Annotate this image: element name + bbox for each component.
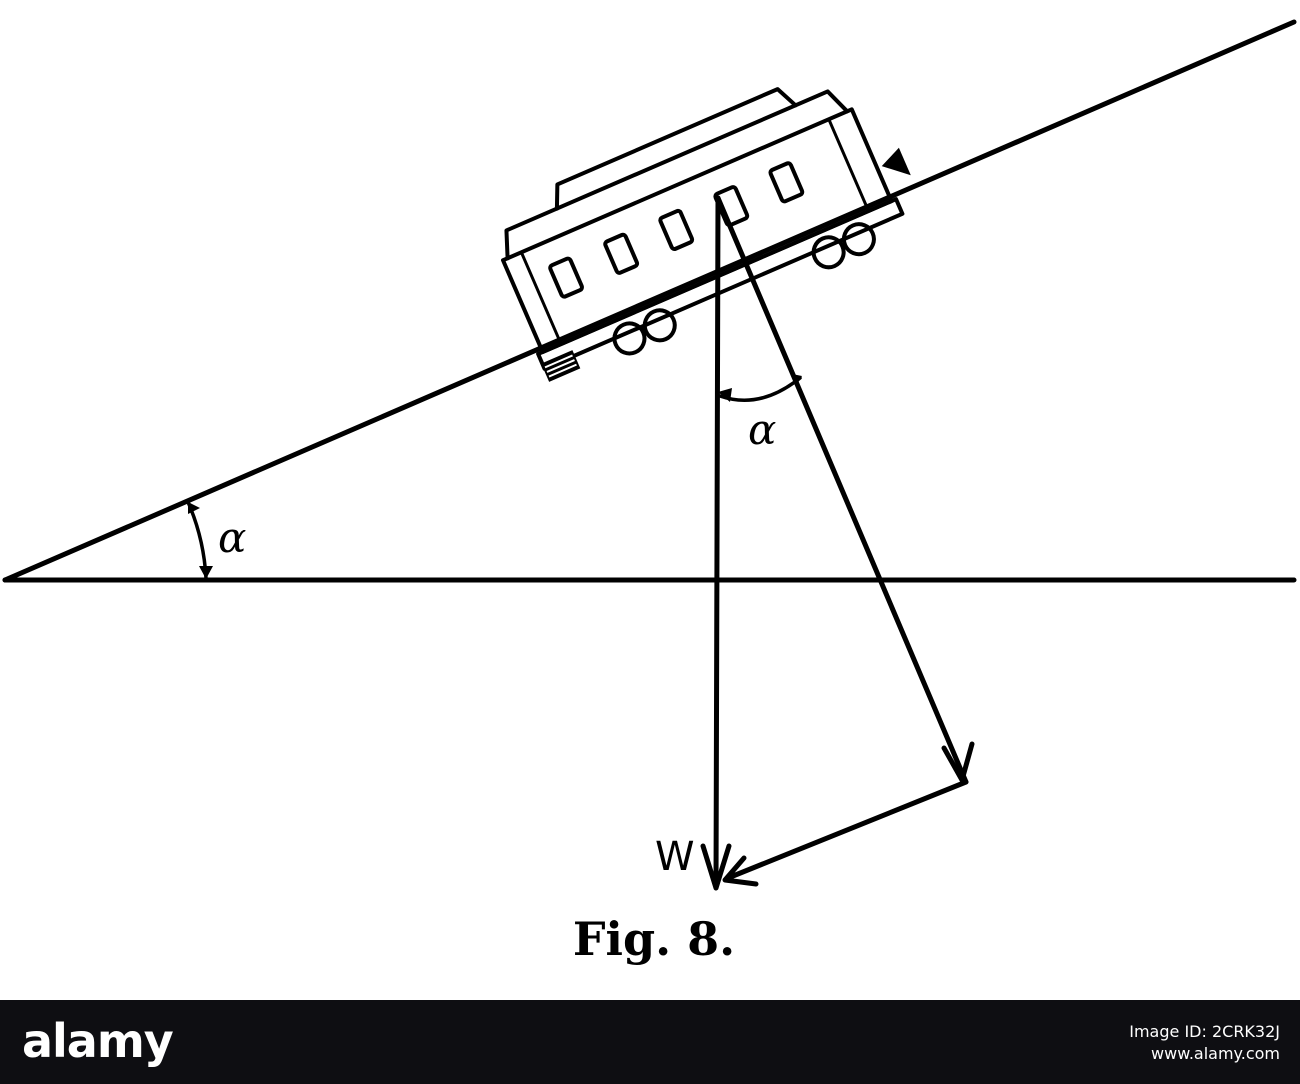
weight-vector xyxy=(713,195,721,889)
car-window xyxy=(548,256,584,299)
weight-label: W xyxy=(655,834,695,880)
diagram-canvas: α xyxy=(2,19,1297,966)
parallel-component-vector xyxy=(725,779,969,881)
brand-logo: alamy xyxy=(22,1014,174,1068)
car-wheel xyxy=(612,321,647,356)
weight-arrowhead-icon xyxy=(700,843,732,891)
car-end-line-left xyxy=(519,250,563,346)
force-angle-arrowhead-left-icon xyxy=(718,388,732,402)
car-window xyxy=(603,232,640,275)
force-angle-label: α xyxy=(748,405,776,454)
parallel-component-arrowhead-icon xyxy=(722,855,759,887)
incline-force-diagram: α xyxy=(2,19,1297,966)
figure-caption: Fig. 8. xyxy=(573,912,735,966)
site-url-text: www.alamy.com xyxy=(1151,1044,1280,1063)
car-headlamp-icon xyxy=(881,147,911,176)
force-angle-arrowhead-right-icon xyxy=(792,374,802,386)
normal-component-vector xyxy=(715,195,969,785)
car-window xyxy=(768,161,805,204)
inclined-plane xyxy=(2,19,1297,583)
incline-angle-label: α xyxy=(218,513,246,562)
incline-angle-arrowhead-icon xyxy=(199,566,213,579)
incline-angle-arrowhead-top-icon xyxy=(188,502,200,514)
image-id-text: Image ID: 2CRK32J xyxy=(1129,1022,1280,1041)
car-roof-clerestory xyxy=(554,87,798,211)
railway-car xyxy=(501,87,911,382)
force-angle-arc xyxy=(718,376,802,403)
car-wheel xyxy=(642,308,677,343)
car-wheel xyxy=(841,222,876,257)
car-wheel xyxy=(811,235,846,270)
car-roof xyxy=(504,89,850,261)
watermark-footer: alamy Image ID: 2CRK32J www.alamy.com xyxy=(0,1000,1300,1084)
car-window xyxy=(658,208,695,251)
car-end-line-right xyxy=(827,117,871,213)
car-bumper-grille xyxy=(541,350,581,382)
normal-component-arrowhead-icon xyxy=(941,741,975,783)
